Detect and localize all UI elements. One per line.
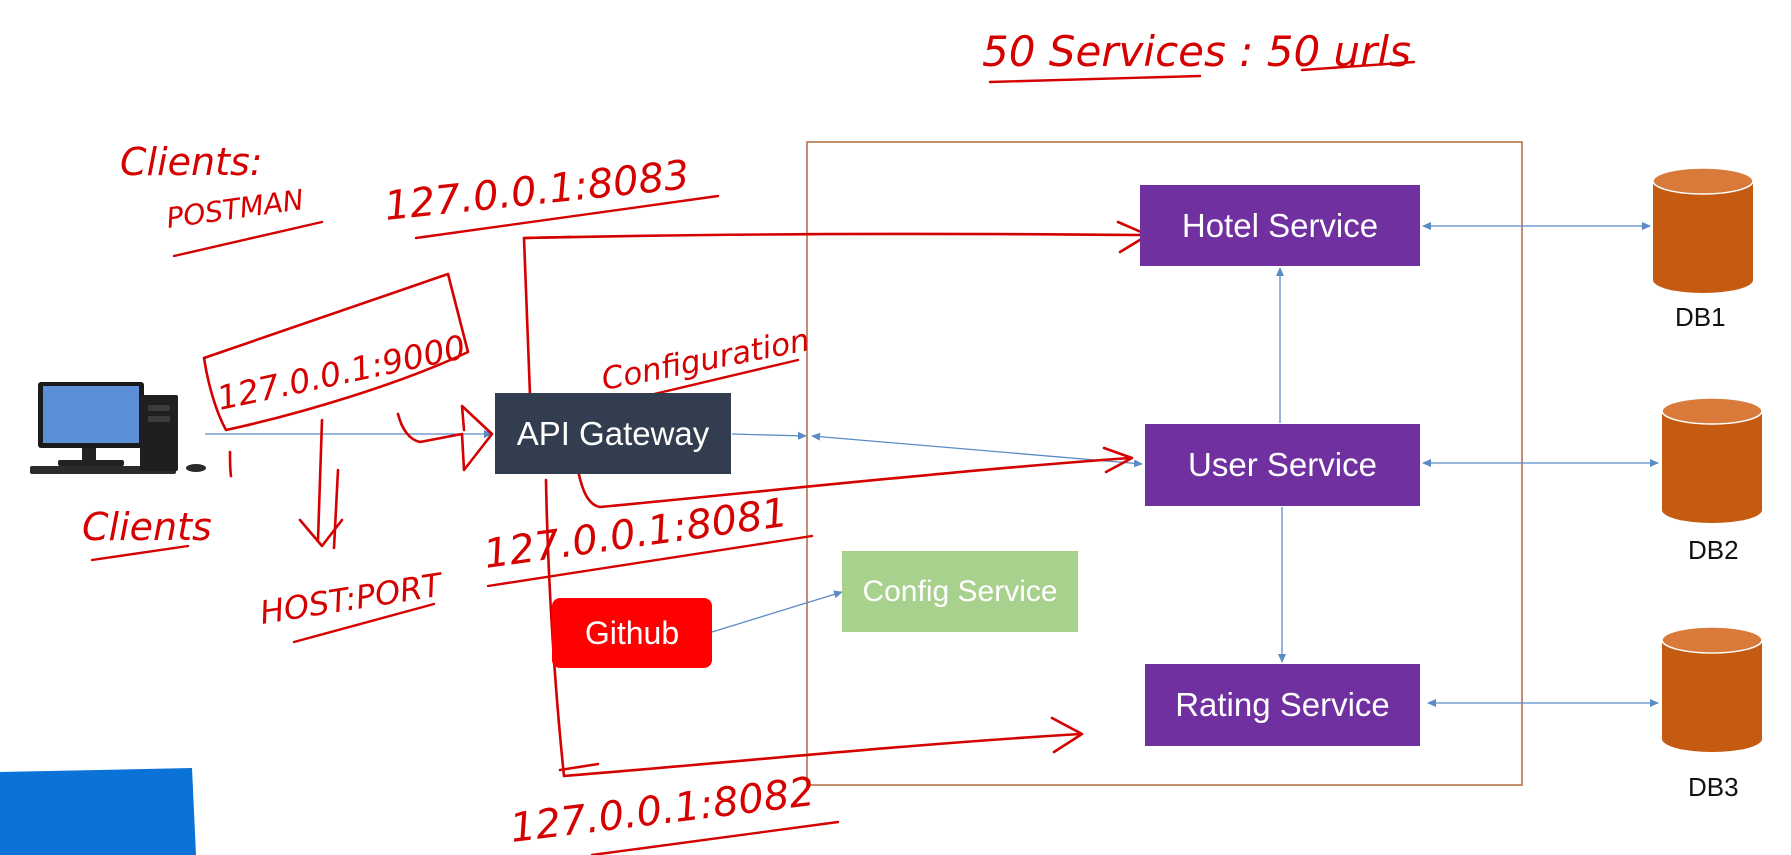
underline-host-port xyxy=(292,602,436,644)
host-port-arrow xyxy=(298,418,344,550)
db3-icon xyxy=(1661,626,1763,752)
route-arrow-hotel xyxy=(522,232,1142,240)
rating-service-label: Rating Service xyxy=(1175,686,1390,723)
api-gateway-label: API Gateway xyxy=(516,414,710,452)
clients-tool: POSTMAN xyxy=(164,183,305,235)
route-tick-rating xyxy=(558,762,600,772)
configuration-note: Configuration xyxy=(599,322,813,398)
github-label: Github xyxy=(584,614,680,651)
user-service-box[interactable]: User Service xyxy=(1145,424,1420,506)
services-note: 50 Services : 50 urls xyxy=(982,27,1411,76)
connectors xyxy=(205,222,1659,707)
gateway-address-outline xyxy=(202,272,470,432)
route-arrow-rating xyxy=(562,732,1082,778)
gateway-address-pointer xyxy=(396,404,494,472)
route-line-hotel xyxy=(522,235,572,397)
hotel-service-label: Hotel Service xyxy=(1181,206,1379,244)
route-arrowhead-user xyxy=(1102,446,1134,474)
route-arrow-user xyxy=(576,456,1132,509)
rating-service-box[interactable]: Rating Service xyxy=(1145,664,1420,746)
underline-hotel-url xyxy=(414,194,720,240)
rating-url: 127.0.0.1:8082 xyxy=(508,769,817,852)
outline-tail xyxy=(228,450,233,478)
api-gateway-box[interactable]: API Gateway xyxy=(495,393,731,474)
host-port: HOST:PORT xyxy=(257,565,446,632)
route-arrowhead-rating xyxy=(1050,716,1084,754)
underline-rating-url xyxy=(590,820,840,855)
underline-clients xyxy=(90,544,190,562)
config-service-box[interactable]: Config Service xyxy=(842,551,1078,632)
hotel-url: 127.0.0.1:8083 xyxy=(382,152,691,230)
underline-postman xyxy=(172,220,324,258)
clients-title: Clients: xyxy=(120,140,263,184)
db2-icon xyxy=(1661,397,1763,523)
underline-services xyxy=(988,74,1202,84)
connector-boundary-user xyxy=(811,432,1143,468)
connector-github-config xyxy=(711,590,843,633)
underline-user-url xyxy=(486,534,814,588)
hotel-service-box[interactable]: Hotel Service xyxy=(1140,185,1420,266)
github-box[interactable]: Github xyxy=(552,598,712,668)
db2-label: DB2 xyxy=(1688,535,1739,565)
computer-icon xyxy=(30,382,206,474)
db3-label: DB3 xyxy=(1688,772,1739,802)
underline-urls xyxy=(1300,60,1416,72)
handwritten-strokes xyxy=(202,220,1150,778)
user-service-label: User Service xyxy=(1188,446,1377,483)
connector-gateway-boundary xyxy=(731,431,807,440)
config-service-label: Config Service xyxy=(862,574,1058,608)
db1-icon xyxy=(1652,167,1754,293)
highlight-mark xyxy=(0,768,196,855)
handwritten-underlines xyxy=(90,60,1416,855)
clients-label: Clients xyxy=(82,505,212,549)
db1-label: DB1 xyxy=(1675,302,1726,332)
